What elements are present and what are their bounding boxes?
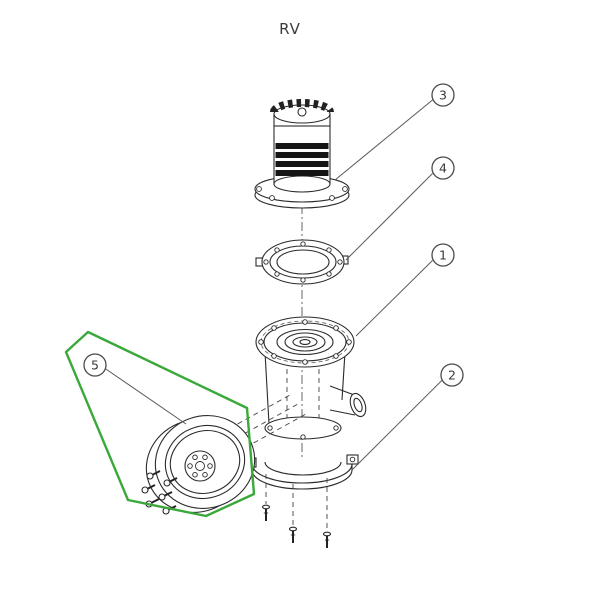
diagram-title: RV [279, 20, 301, 38]
callout-4: 4 [345, 156, 455, 261]
screw [322, 531, 332, 548]
callout-3-label: 3 [439, 88, 447, 103]
callout-5: 5 [83, 353, 187, 425]
mounting-screws [261, 504, 332, 548]
bolt [163, 477, 178, 487]
part-motor [254, 99, 350, 209]
callout-2: 2 [351, 363, 464, 471]
screw [288, 526, 298, 543]
callout-4-label: 4 [439, 161, 447, 176]
callout-1: 1 [355, 243, 455, 337]
part-pump-housing [255, 316, 367, 440]
part-ring-adapter [255, 239, 349, 285]
bolt [146, 470, 161, 480]
motor-lamination-band [275, 143, 329, 149]
part-bracket [244, 454, 359, 531]
assembly-axis-lines [213, 394, 307, 457]
highlight-outline [64, 330, 256, 518]
bolt [141, 484, 156, 494]
callout-1-label: 1 [439, 248, 447, 263]
part-flywheel [145, 415, 256, 513]
callout-3: 3 [334, 83, 455, 181]
flywheel-bolts [141, 470, 178, 515]
callout-2-label: 2 [448, 368, 456, 383]
screw [261, 504, 271, 521]
callout-5-label: 5 [91, 358, 99, 373]
bolt [158, 491, 173, 501]
housing-top-flange [255, 316, 355, 368]
